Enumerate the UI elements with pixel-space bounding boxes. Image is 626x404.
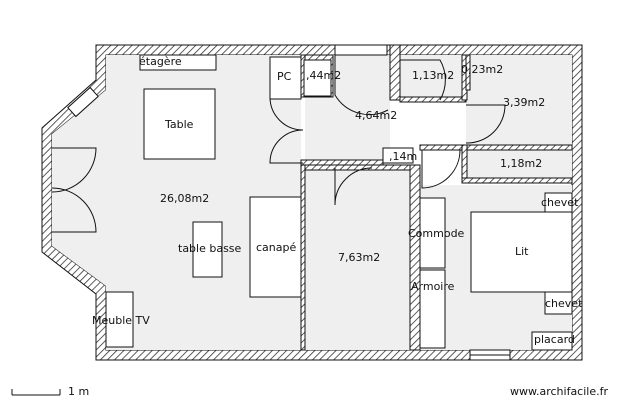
bath-floor [400,55,466,99]
label-wardrobe: Armoire [411,280,455,293]
area-right-room: 3,39m2 [503,96,545,109]
wardrobe [419,269,446,349]
tv-unit [105,291,134,348]
area-closet: 0,23m2 [461,63,503,76]
area-small: ,14m [389,150,417,163]
scale-bar [11,389,61,396]
area-living: 26,08m2 [160,192,209,205]
windows [334,44,511,361]
table [143,88,216,160]
label-shelf: étagère [139,55,182,68]
label-pc: PC [277,70,292,83]
label-dresser: Commode [408,227,465,240]
furniture [67,54,573,351]
label-cupboard: placard [534,333,575,346]
area-bedroom: 7,63m2 [338,251,380,264]
label-tv-unit: Meuble TV [92,314,150,327]
bedroom-floor [305,170,410,350]
label-coffee-table: table basse [178,242,242,255]
sofa [249,196,302,298]
nightstand-top [544,192,573,213]
pc-desk [269,56,302,100]
right-room-floor [466,55,572,145]
site-credit: www.archifacile.fr [510,385,609,398]
bed [470,211,573,293]
cupboard [531,331,573,351]
doors [51,55,506,233]
area-corridor: 1,18m2 [500,157,542,170]
label-nightstand-top: chevet [541,196,579,209]
shelf [139,54,217,71]
label-bed: Lit [515,245,529,258]
label-sofa: canapé [256,241,296,254]
scale-label: 1 m [68,385,90,398]
dresser [419,197,446,269]
nightstand-bottom [544,291,573,315]
area-wc: ,44m2 [306,69,341,82]
living-room-floor [52,55,301,350]
wc-room [303,59,332,97]
wall-shelf [67,86,99,118]
label-table: Table [164,118,194,131]
corridor-floor [466,150,572,180]
small-closet [382,147,414,164]
area-hall: 4,64m2 [355,109,397,122]
label-nightstand-bottom: chevet [545,297,583,310]
coffee-table [192,221,223,278]
area-bath: 1,13m2 [412,69,454,82]
